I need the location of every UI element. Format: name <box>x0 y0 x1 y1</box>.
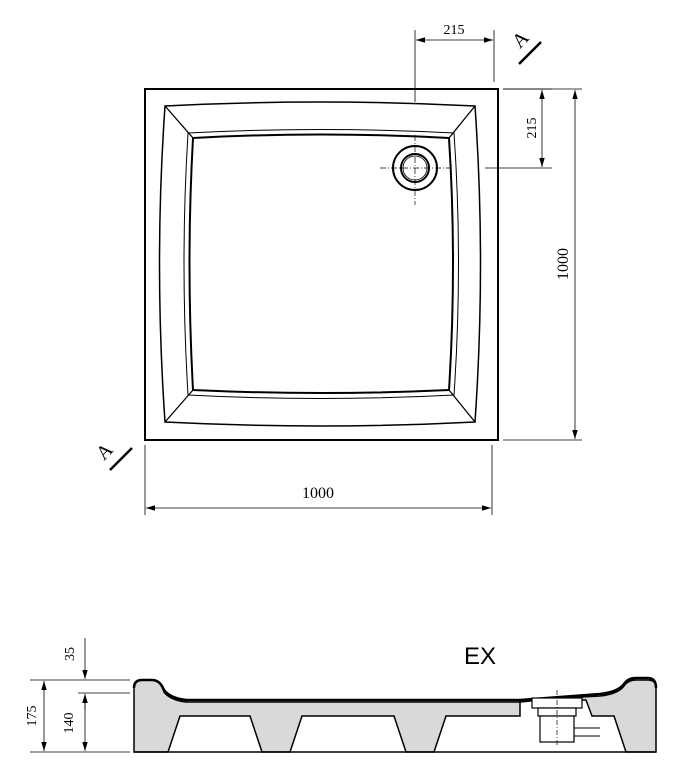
dimension-base-label: 140 <box>62 713 77 734</box>
section-mark-bottom: A <box>92 438 133 471</box>
dimension-top-215 <box>414 30 495 102</box>
drain-section-icon <box>531 690 600 745</box>
dimension-rim-label: 35 <box>63 647 78 661</box>
tray-basin-edge <box>183 129 459 399</box>
dimension-total-label: 175 <box>25 706 40 727</box>
svg-text:A: A <box>508 26 534 52</box>
section-view: EX 35 140 175 <box>25 638 658 753</box>
dimension-right-215 <box>485 88 552 169</box>
dimension-width-label: 1000 <box>302 485 334 502</box>
svg-text:A: A <box>92 438 118 464</box>
plan-view: 215 215 1000 1000 A A <box>92 23 582 515</box>
tray-outline <box>144 88 499 441</box>
dimension-width-1000 <box>144 445 493 515</box>
tray-basin <box>188 133 454 394</box>
section-label: EX <box>464 643 496 670</box>
dimension-height-1000 <box>503 88 582 441</box>
tray-section-top <box>132 676 658 702</box>
corner-bevels <box>164 105 476 423</box>
tray-rim-outer <box>158 101 482 427</box>
dimension-height-label: 1000 <box>555 248 572 280</box>
tray-section-body <box>133 679 657 753</box>
section-mark-top: A <box>508 26 542 65</box>
section-dimensions <box>30 638 130 753</box>
dimension-right-label: 215 <box>525 118 540 139</box>
dimension-top-label: 215 <box>444 23 465 38</box>
drain-icon <box>380 135 450 205</box>
